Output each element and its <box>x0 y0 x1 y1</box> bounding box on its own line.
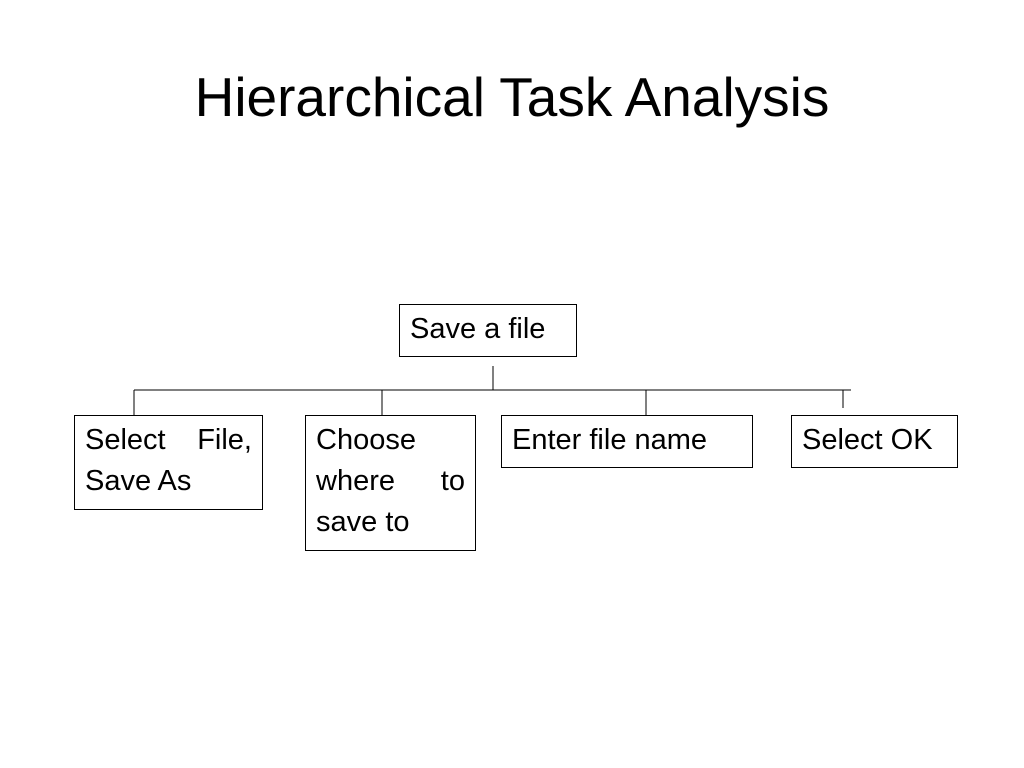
slide-title: Hierarchical Task Analysis <box>194 66 830 128</box>
task-node-choose-location: Choose where to save to <box>305 415 476 551</box>
task-node-root: Save a file <box>399 304 577 357</box>
task-node-select-file: Select File, Save As <box>74 415 263 510</box>
task-node-enter-file-name: Enter file name <box>501 415 753 468</box>
task-node-select-ok: Select OK <box>791 415 958 468</box>
